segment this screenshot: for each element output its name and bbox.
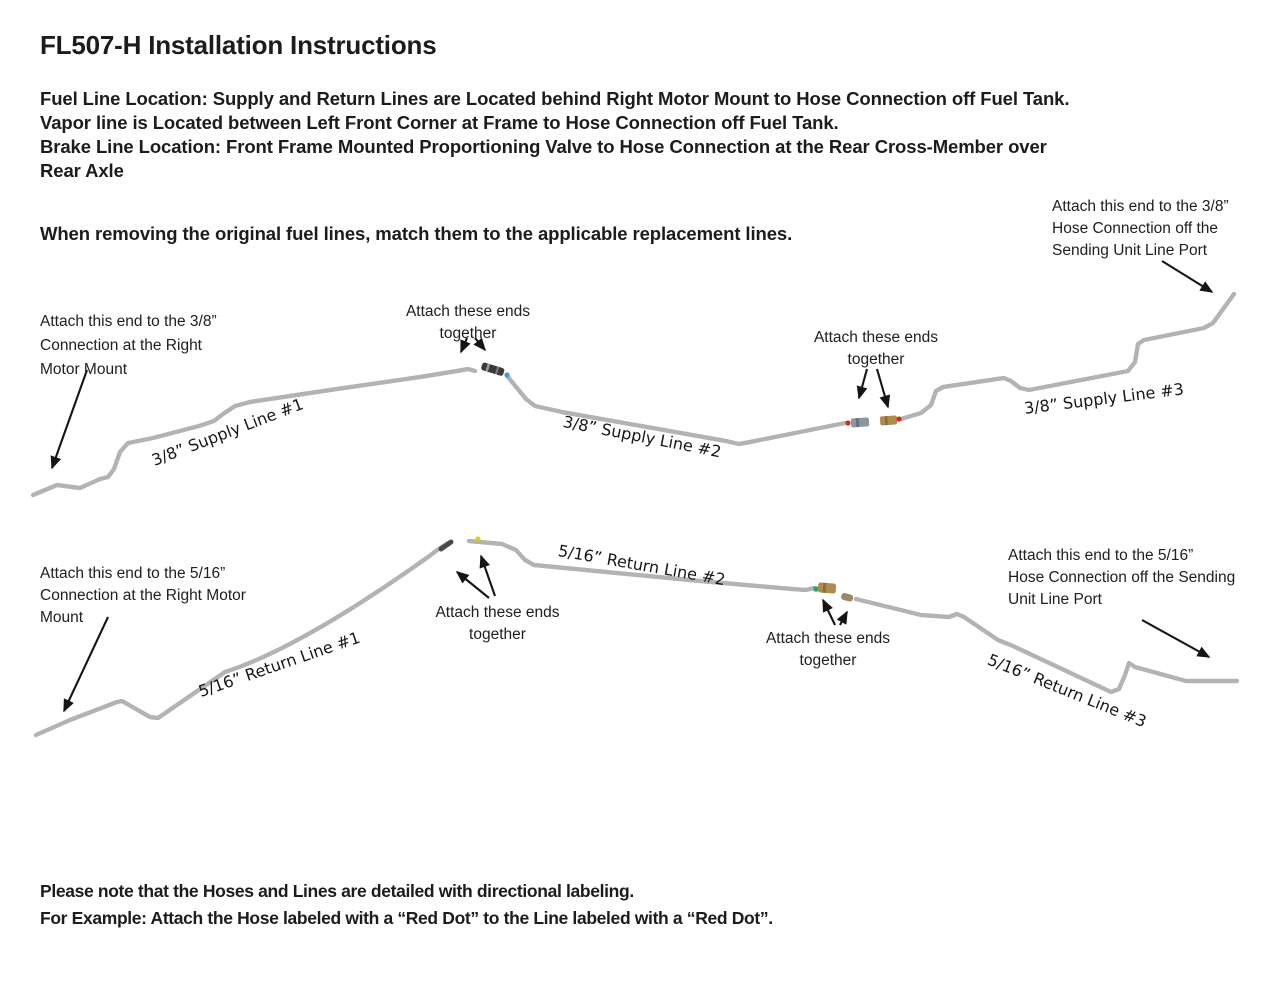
- yellow-dot-marker: [475, 536, 481, 542]
- arrow-return-join12-left: [455, 571, 490, 599]
- green-dot-marker: [813, 586, 819, 592]
- footer-note-line2: For Example: Attach the Hose labeled wit…: [40, 908, 773, 928]
- return-line-1: [33, 540, 451, 738]
- supply-line-1: [30, 366, 478, 498]
- arrow-supply-left-end: [50, 369, 88, 470]
- return-connector-2-3: [813, 582, 854, 602]
- return-join12-callout: Attach these ends together: [435, 604, 560, 643]
- arrow-supply-right-end: [1161, 260, 1214, 293]
- arrow-supply-join12-left: [460, 337, 471, 354]
- supply-left-callout: Attach this end to the 3/8” Connection a…: [40, 313, 217, 378]
- arrow-supply-join23-left: [856, 368, 869, 400]
- red-dot-marker: [845, 420, 851, 426]
- arrow-return-join12-right: [479, 554, 496, 597]
- return-left-callout: Attach this end to the 5/16” Connection …: [40, 565, 246, 626]
- supply-right-callout: Attach this end to the 3/8” Hose Connect…: [1052, 198, 1229, 259]
- supply-line-3: [898, 291, 1237, 422]
- supply-line-2: [505, 374, 848, 447]
- arrow-supply-join12-right: [473, 337, 486, 352]
- blue-dot-marker: [504, 372, 510, 378]
- location-notes: Fuel Line Location: Supply and Return Li…: [40, 88, 1070, 181]
- return-right-callout: Attach this end to the 5/16” Hose Connec…: [1008, 547, 1236, 608]
- supply-join12-callout: Attach these ends together: [405, 303, 531, 342]
- callout-arrows: [50, 260, 1214, 713]
- supply-connector-1-2: [481, 362, 510, 378]
- supply-join23-callout: Attach these ends together: [813, 329, 939, 368]
- match-note: When removing the original fuel lines, m…: [40, 223, 793, 244]
- red-dot-marker: [896, 416, 902, 422]
- return-join23-callout: Attach these ends together: [765, 630, 891, 669]
- arrow-return-join23-left: [822, 598, 836, 626]
- page-title: FL507-H Installation Instructions: [40, 30, 437, 60]
- return-line-3: [853, 596, 1240, 695]
- arrow-return-left-end: [63, 616, 109, 713]
- footer-note-line1: Please note that the Hoses and Lines are…: [40, 881, 634, 901]
- supply-connector-2-3: [845, 415, 902, 428]
- arrow-supply-join23-right: [875, 368, 891, 409]
- arrow-return-right-end: [1141, 619, 1211, 658]
- arrow-return-join23-right: [836, 610, 848, 626]
- return-connector-1-2: [438, 536, 481, 552]
- return-line-2: [466, 538, 817, 593]
